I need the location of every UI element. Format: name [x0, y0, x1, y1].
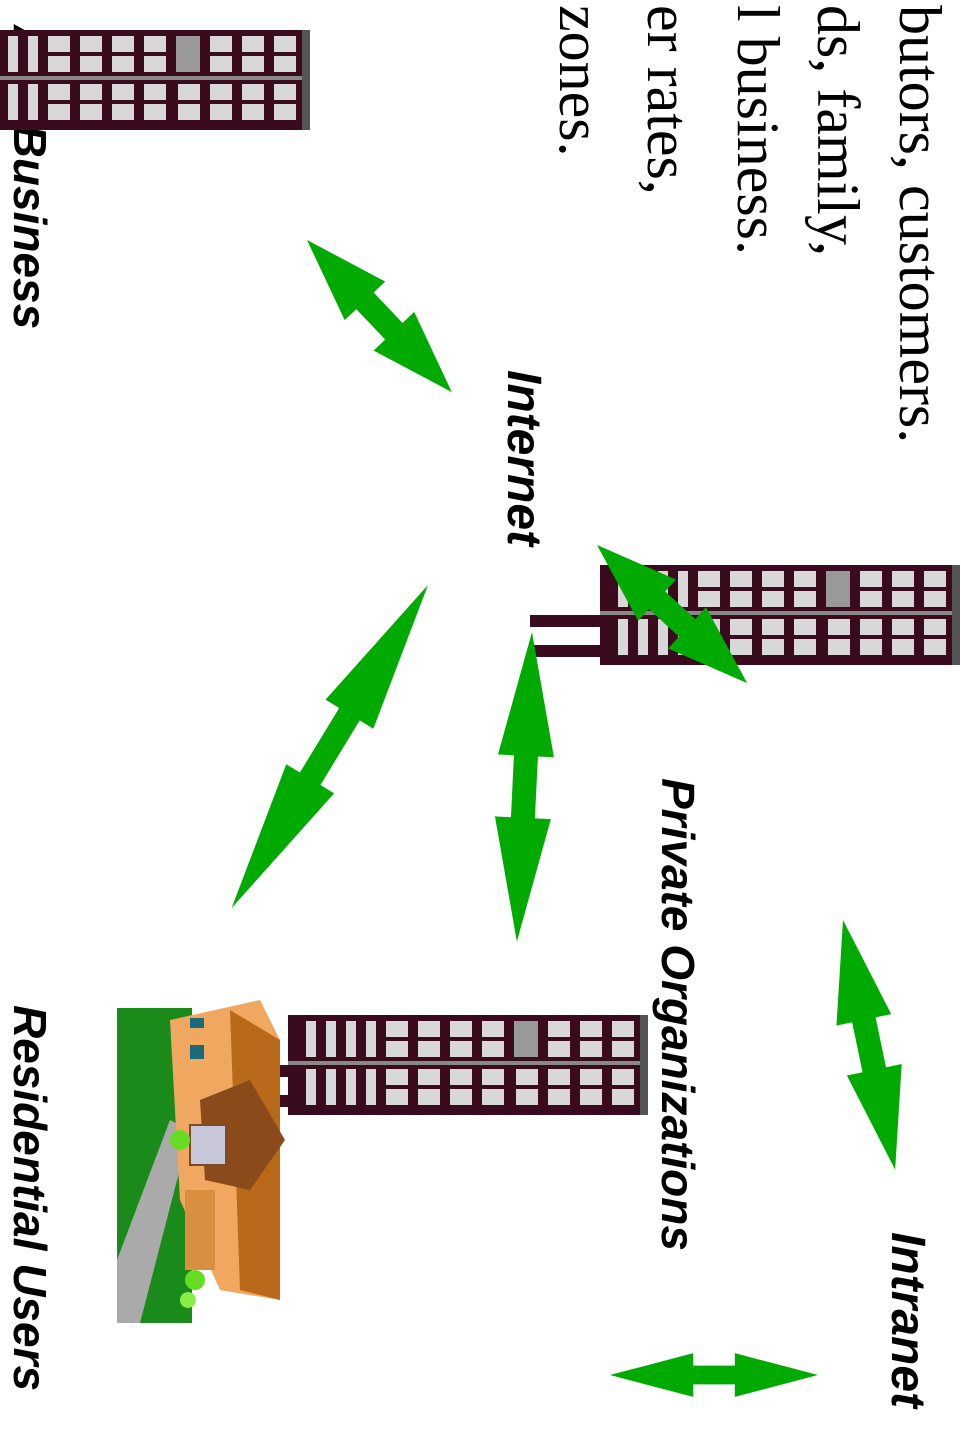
internet-label: Internet: [497, 370, 550, 548]
body-text-line-5: zones.: [547, 5, 613, 157]
double-arrow-icon: [610, 1353, 818, 1397]
office-building-icon: [0, 30, 310, 130]
private-organizations-label: Private Organizations: [652, 778, 704, 1251]
double-arrow-icon: [207, 570, 452, 923]
office-building-icon: [530, 565, 960, 665]
body-text-line-2: ds, family,: [805, 5, 871, 256]
body-text-line-4: er rates,: [635, 5, 701, 195]
double-arrow-icon: [815, 914, 923, 1176]
double-arrow-icon: [488, 630, 560, 943]
residential-users-label: Residential Users: [4, 1005, 56, 1391]
body-text: butors, customers. ds, family, l busines…: [547, 5, 953, 443]
house-icon: [117, 1000, 285, 1323]
body-text-line-3: l business.: [725, 5, 791, 255]
body-text-line-1: butors, customers.: [887, 5, 953, 443]
double-arrow-icon: [286, 220, 473, 412]
intranet-label: Intranet: [881, 1232, 934, 1410]
office-building-icon: [218, 1015, 648, 1115]
